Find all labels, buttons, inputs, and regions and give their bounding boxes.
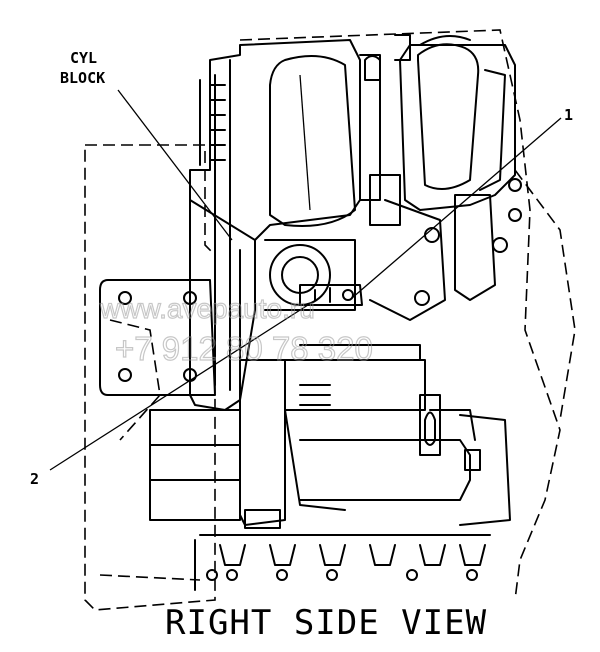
callout-1-leader [351,117,562,299]
labels: CYL BLOCK 1 2 RIGHT SIDE VIEW [30,49,573,643]
oil-pan [194,534,491,591]
watermark-url: www.avepauto.ru [99,293,315,324]
watermark-phone: +7 912 80 78 320 [115,330,373,367]
watermark: www.avepauto.ru +7 912 80 78 320 [98,292,373,367]
cyl-block-label-line2: BLOCK [60,69,105,87]
callout-2-label: 2 [30,470,39,488]
callout-2-leader [49,295,323,471]
sensor-clamp [299,284,363,306]
hidden-outlines [84,29,576,611]
cyl-block-label-line1: CYL [70,49,97,67]
thermostat-housing [359,34,522,222]
leader-lines [49,89,562,471]
cyl-block-leader [117,89,233,241]
callout-1-label: 1 [564,106,573,124]
starter-motor [149,344,511,529]
view-title: RIGHT SIDE VIEW [165,603,487,643]
